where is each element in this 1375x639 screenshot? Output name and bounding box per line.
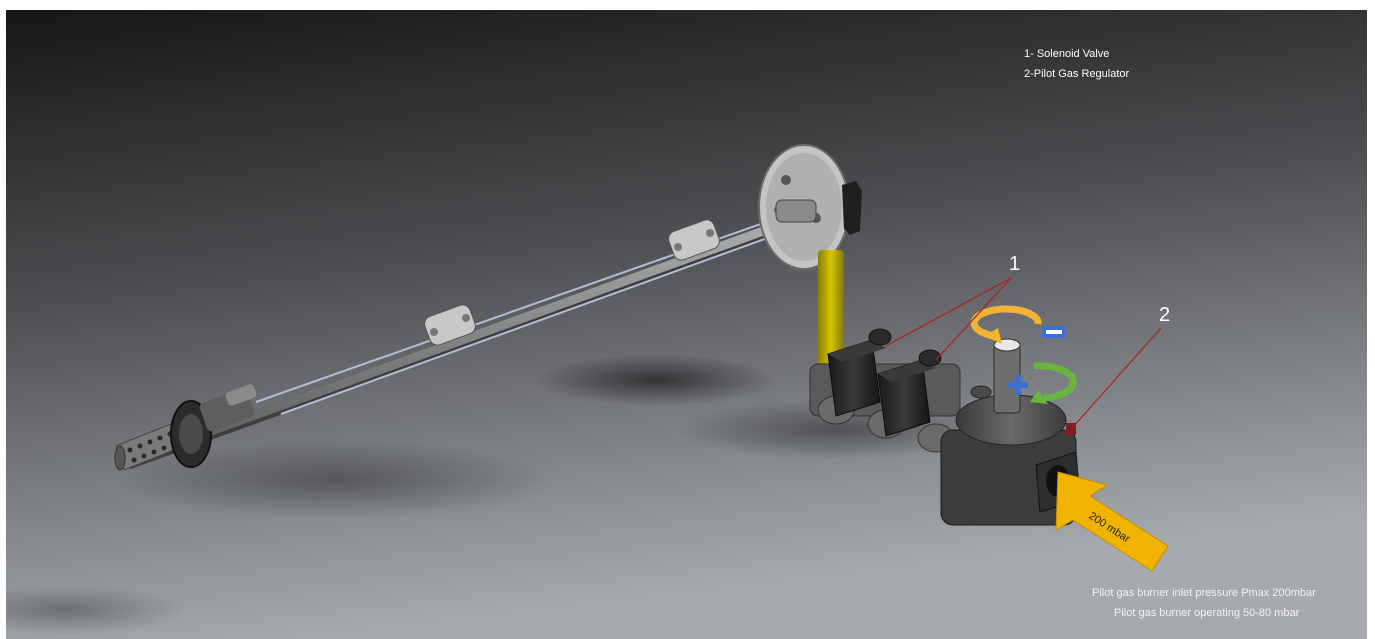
callout-lines: [885, 277, 1162, 429]
mounting-flange: [758, 144, 862, 270]
rotate-arrow-plus-icon: [1008, 362, 1077, 404]
stabilizer-disc: [170, 384, 257, 468]
diagram-canvas: 1- Solenoid Valve 2-Pilot Gas Regulator …: [6, 10, 1367, 639]
perforated-nozzle: [114, 421, 185, 471]
callout-number-1: 1: [1009, 253, 1021, 275]
yellow-gas-hose: [818, 250, 844, 368]
floor-shadows: [6, 354, 996, 635]
support-bracket-1: [424, 304, 476, 346]
support-bracket-2: [668, 219, 720, 261]
big-arrow-icon: [1055, 471, 1169, 572]
plus-sign-icon: [1008, 375, 1028, 395]
solenoid-valve-coil-a: [827, 328, 892, 417]
solenoid-valve-coil-b: [877, 349, 942, 437]
inlet-pressure-note: Pilot gas burner inlet pressure Pmax 200…: [1092, 587, 1316, 599]
elbow-fitting: [842, 181, 862, 235]
callout-number-2: 2: [1159, 304, 1171, 326]
rotate-arrow-minus-icon: [970, 305, 1066, 344]
operating-pressure-note: Pilot gas burner operating 50-80 mbar: [1114, 607, 1300, 619]
legend-item-solenoid-valve: 1- Solenoid Valve: [1024, 48, 1110, 60]
legend-item-pilot-gas-regulator: 2-Pilot Gas Regulator: [1024, 68, 1130, 80]
diagram-svg: [6, 10, 1367, 639]
